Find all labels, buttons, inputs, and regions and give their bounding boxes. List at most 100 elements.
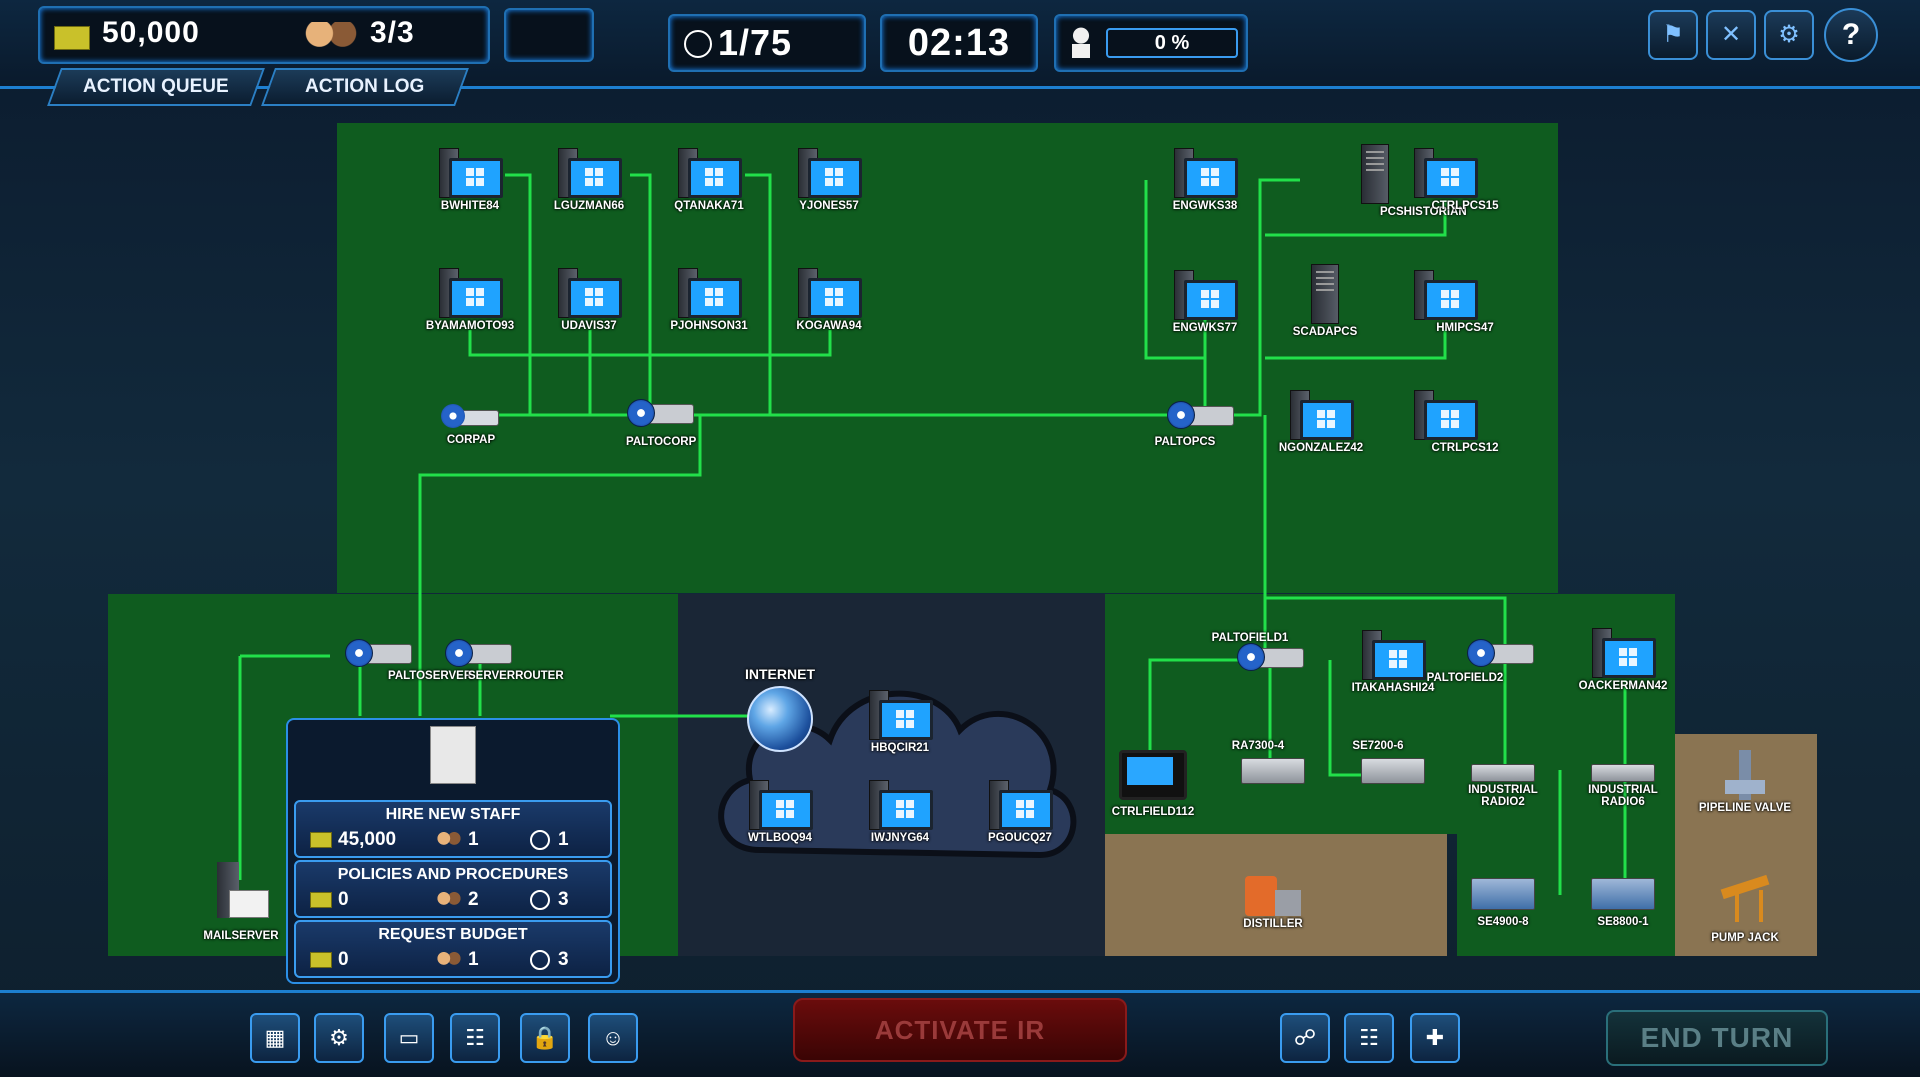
monitor-tool-button[interactable]: ▭ <box>384 1013 434 1063</box>
switch-icon <box>345 639 412 667</box>
document-gear-icon: ⚙ <box>329 1025 349 1050</box>
server-icon <box>1311 264 1339 324</box>
scadapcs-node[interactable]: SCADAPCS <box>1270 264 1380 338</box>
policies-card[interactable]: POLICIES AND PROCEDURES 0 2 3 <box>294 860 612 918</box>
pc-node[interactable]: KOGAWA94 <box>774 268 884 332</box>
distiller-icon <box>1245 866 1301 916</box>
help-button[interactable]: ? <box>1824 8 1878 62</box>
windows-pc-icon <box>808 158 862 198</box>
hire-staff-card[interactable]: HIRE NEW STAFF 45,000 1 1 <box>294 800 612 858</box>
mail-server-icon <box>213 862 269 922</box>
radio2-node[interactable]: INDUSTRIAL RADIO2 <box>1448 764 1558 808</box>
staff-count: 3/3 <box>370 16 415 49</box>
switch-icon <box>1237 643 1304 671</box>
flag-button[interactable]: ⚑ <box>1648 10 1698 60</box>
tab-action-queue[interactable]: ACTION QUEUE <box>47 68 265 106</box>
router-icon <box>445 639 512 667</box>
link-ops <box>1144 178 1507 660</box>
pc-node[interactable]: BWHITE84 <box>415 148 525 212</box>
ngonzalez42-node[interactable]: NGONZALEZ42 <box>1266 390 1376 454</box>
paltopcs-node[interactable]: PALTOPCS <box>1150 401 1260 448</box>
timer-panel: 02:13 <box>880 14 1038 72</box>
corpap-node[interactable]: CORPAP <box>416 396 526 446</box>
blank-panel <box>504 8 594 62</box>
controller-device-icon <box>1361 758 1425 784</box>
serverrouter-node[interactable]: SERVERROUTER <box>428 639 564 682</box>
ctrlpcs15-node[interactable]: CTRLPCS15 <box>1390 148 1500 212</box>
pc-node[interactable]: PJOHNSON31 <box>654 268 764 332</box>
lock-tool-button[interactable]: 🔒 <box>520 1013 570 1063</box>
se4900-node[interactable]: SE4900-8 <box>1448 878 1558 928</box>
threat-percent: 0 % <box>1154 32 1190 54</box>
resources-panel: 50,000 3/3 <box>38 6 490 64</box>
staff-tool-button[interactable]: ☺ <box>588 1013 638 1063</box>
threat-panel: 0 % <box>1054 14 1248 72</box>
engwks77-node[interactable]: ENGWKS77 <box>1150 270 1260 334</box>
money-icon <box>310 951 332 968</box>
se8800-node[interactable]: SE8800-1 <box>1568 878 1678 928</box>
windows-pc-icon <box>999 790 1053 830</box>
pump-jack-node[interactable]: PUMP JACK <box>1690 876 1800 944</box>
end-turn-button[interactable]: END TURN <box>1606 1010 1828 1066</box>
host-node[interactable]: WTLBOQ94 <box>725 780 835 844</box>
ctrlpcs12-node[interactable]: CTRLPCS12 <box>1390 390 1500 454</box>
money-value: 50,000 <box>102 16 200 49</box>
activate-ir-button[interactable]: ACTIVATE IR <box>793 998 1127 1062</box>
paltofield1-node[interactable]: PALTOFIELD1 <box>1212 630 1330 671</box>
itakahashi24-node[interactable]: ITAKAHASHI24 <box>1338 630 1448 694</box>
pump-jack-icon <box>1717 876 1773 922</box>
request-budget-card[interactable]: REQUEST BUDGET 0 1 3 <box>294 920 612 978</box>
mute-button[interactable]: ✕ <box>1706 10 1756 60</box>
windows-pc-icon <box>808 278 862 318</box>
host-node[interactable]: HBQCIR21 <box>845 690 955 754</box>
link-field <box>1148 598 1627 895</box>
host-node[interactable]: IWJNYG64 <box>845 780 955 844</box>
paltocorp-node[interactable]: PALTOCORP <box>610 399 720 448</box>
network-view-button[interactable]: ☷ <box>1344 1013 1394 1063</box>
pc-node[interactable]: UDAVIS37 <box>534 268 644 332</box>
radio-device-icon <box>1591 764 1655 782</box>
help-icon: ? <box>1841 18 1861 51</box>
engwks38-node[interactable]: ENGWKS38 <box>1150 148 1260 212</box>
ra7300-node[interactable]: RA7300-4 <box>1218 738 1328 784</box>
se7200-node[interactable]: SE7200-6 <box>1338 738 1448 784</box>
server-icon <box>1361 144 1389 204</box>
windows-pc-icon <box>568 278 622 318</box>
person-icon: ☺ <box>601 1025 625 1050</box>
internet-node[interactable]: INTERNET <box>725 664 835 752</box>
globe-icon <box>747 686 813 752</box>
turn-panel: 1/75 <box>668 14 866 72</box>
pipeline-valve-node[interactable]: PIPELINE VALVE <box>1690 750 1800 814</box>
policy-tool-button[interactable]: ⚙ <box>314 1013 364 1063</box>
oackerman42-node[interactable]: OACKERMAN42 <box>1568 628 1678 692</box>
medkit-button[interactable]: ✚ <box>1410 1013 1460 1063</box>
paltofield2-node[interactable]: PALTOFIELD2 <box>1427 639 1560 684</box>
tab-action-log[interactable]: ACTION LOG <box>261 68 469 106</box>
money-icon <box>54 26 90 50</box>
topology-view-button[interactable]: ☍ <box>1280 1013 1330 1063</box>
network-icon: ☷ <box>465 1025 485 1050</box>
link-corp-row2 <box>468 330 832 415</box>
host-node[interactable]: PGOUCQ27 <box>965 780 1075 844</box>
valve-icon <box>1725 750 1765 800</box>
radio-device-icon <box>1471 764 1535 782</box>
network-tool-button[interactable]: ☷ <box>450 1013 500 1063</box>
mailserver-node[interactable]: MAILSERVER <box>186 862 296 942</box>
settings-button[interactable]: ⚙ <box>1764 10 1814 60</box>
pc-node[interactable]: LGUZMAN66 <box>534 148 644 212</box>
ctrlfield112-node[interactable]: CTRLFIELD112 <box>1098 750 1208 818</box>
topology-icon: ☍ <box>1293 1025 1317 1050</box>
speaker-muted-icon: ✕ <box>1720 21 1742 48</box>
hmipcs47-node[interactable]: HMIPCS47 <box>1390 270 1500 334</box>
pc-node[interactable]: BYAMAMOTO93 <box>415 268 525 332</box>
pc-node[interactable]: QTANAKA71 <box>654 148 764 212</box>
paltoserver-node[interactable]: PALTOSERVER <box>328 639 472 682</box>
distiller-node[interactable]: DISTILLER <box>1218 866 1328 930</box>
controller-device-icon <box>1591 878 1655 910</box>
windows-pc-icon <box>688 158 742 198</box>
radio6-node[interactable]: INDUSTRIAL RADIO6 <box>1568 764 1678 808</box>
staff-icon <box>436 891 462 908</box>
pc-node[interactable]: YJONES57 <box>774 148 884 212</box>
firewall-tool-button[interactable]: ▦ <box>250 1013 300 1063</box>
network-icon: ☷ <box>1359 1025 1379 1050</box>
